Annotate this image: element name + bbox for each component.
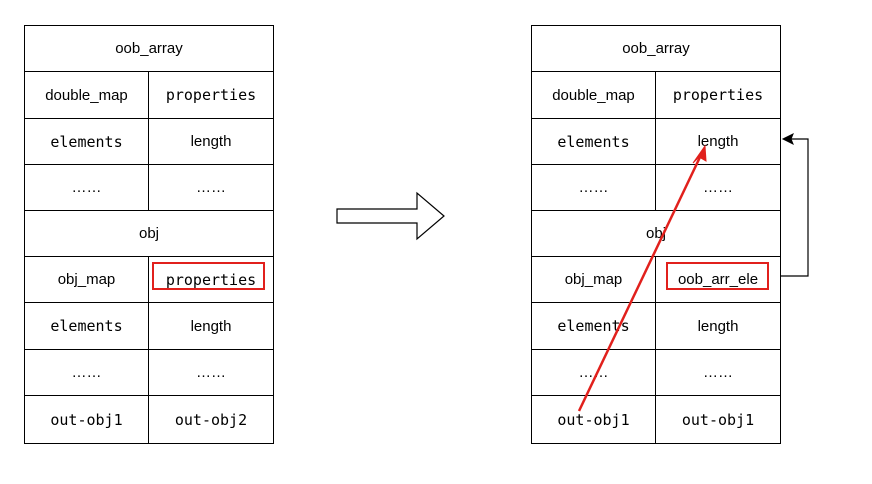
left-memory-table: oob_array double_map properties elements… bbox=[24, 25, 274, 444]
left-row-3: …… …… bbox=[25, 165, 273, 211]
right-ellipsis-cell: …… bbox=[532, 165, 656, 210]
left-obj-length-cell: length bbox=[190, 317, 232, 335]
left-row-8: out-obj1 out-obj2 bbox=[25, 396, 273, 443]
left-properties-cell: properties bbox=[165, 86, 257, 104]
left-obj-properties-cell: properties bbox=[165, 270, 257, 289]
left-double-map-cell: double_map bbox=[25, 72, 149, 118]
right-length-cell: length bbox=[697, 133, 739, 150]
left-row-7: …… …… bbox=[25, 350, 273, 396]
left-ellipsis-cell: …… bbox=[25, 165, 149, 210]
left-length-cell: length bbox=[190, 133, 232, 150]
left-obj-row: obj bbox=[25, 211, 273, 257]
right-row-1: double_map properties bbox=[532, 72, 780, 119]
right-row-8: out-obj1 out-obj1 bbox=[532, 396, 780, 443]
right-out-obj1-cell: out-obj1 bbox=[681, 410, 755, 429]
left-elements-cell: elements bbox=[25, 119, 149, 164]
left-row-2: elements length bbox=[25, 119, 273, 165]
right-row-5: obj_map oob_arr_ele bbox=[532, 257, 780, 303]
right-obj-map-cell: obj_map bbox=[532, 257, 656, 302]
left-row-1: double_map properties bbox=[25, 72, 273, 119]
left-header-row: oob_array bbox=[25, 26, 273, 72]
left-row-5: obj_map properties bbox=[25, 257, 273, 303]
left-ellipsis-cell: …… bbox=[196, 364, 226, 381]
right-header-label: oob_array bbox=[622, 40, 690, 57]
right-ellipsis-cell: …… bbox=[703, 179, 733, 196]
right-elements-cell: elements bbox=[532, 119, 656, 164]
right-row-6: elements length bbox=[532, 303, 780, 350]
right-oob-arr-ele-highlight bbox=[666, 262, 769, 290]
right-row-2: elements length bbox=[532, 119, 780, 165]
right-oob-arr-ele-cell: oob_arr_ele bbox=[677, 271, 759, 288]
right-obj-elements-cell: elements bbox=[532, 303, 656, 349]
pointer-arrow-line bbox=[780, 138, 809, 277]
right-ellipsis-cell: …… bbox=[532, 350, 656, 395]
right-double-map-cell: double_map bbox=[532, 72, 656, 118]
right-row-3: …… …… bbox=[532, 165, 780, 211]
right-row-7: …… …… bbox=[532, 350, 780, 396]
transition-arrow bbox=[336, 191, 445, 241]
left-ellipsis-cell: …… bbox=[196, 179, 226, 196]
left-out-obj2-cell: out-obj2 bbox=[174, 410, 248, 429]
right-out-obj1-cell: out-obj1 bbox=[532, 396, 656, 443]
left-properties-highlight bbox=[152, 262, 265, 290]
left-header-label: oob_array bbox=[115, 40, 183, 57]
right-header-row: oob_array bbox=[532, 26, 780, 72]
left-row-6: elements length bbox=[25, 303, 273, 350]
right-ellipsis-cell: …… bbox=[703, 364, 733, 381]
left-obj-label: obj bbox=[138, 225, 160, 242]
left-out-obj1-cell: out-obj1 bbox=[25, 396, 149, 443]
right-obj-length-cell: length bbox=[697, 317, 739, 335]
left-ellipsis-cell: …… bbox=[25, 350, 149, 395]
right-properties-cell: properties bbox=[672, 86, 764, 104]
right-memory-table: oob_array double_map properties elements… bbox=[531, 25, 781, 444]
left-obj-map-cell: obj_map bbox=[25, 257, 149, 302]
left-obj-elements-cell: elements bbox=[25, 303, 149, 349]
overwrite-arrow-line bbox=[577, 154, 703, 412]
overwrite-arrowhead-icon bbox=[692, 144, 707, 164]
pointer-arrowhead-icon bbox=[781, 132, 794, 146]
